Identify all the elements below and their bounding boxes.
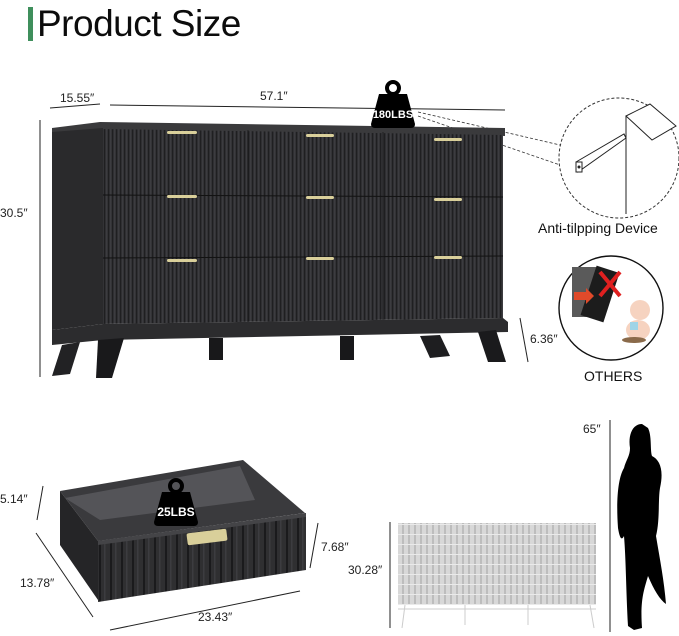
- others-tipping-illustration: [558, 255, 664, 361]
- drawer-max-load: 25LBS: [157, 505, 194, 519]
- drawer-width-label: 23.43″: [198, 610, 233, 624]
- others-caption: OTHERS: [584, 368, 643, 384]
- title-accent-bar: [28, 7, 33, 41]
- anti-tip-device-illustration: [558, 97, 679, 219]
- drawer-height-label: 5.14″: [0, 492, 28, 506]
- comparison-dresser-height-label: 30.28″: [348, 563, 383, 577]
- drawer-front-height-label: 7.68″: [321, 540, 349, 554]
- title-text: Product Size: [37, 3, 241, 44]
- dresser-depth-label: 15.55″: [60, 91, 95, 105]
- page-title: Product Size: [28, 2, 241, 46]
- weight-icon-drawer: 25LBS: [154, 478, 198, 526]
- anti-tip-caption: Anti-tilpping Device: [538, 220, 658, 236]
- dresser-width-label: 57.1″: [260, 89, 288, 103]
- dresser-max-load: 180LBS: [373, 109, 413, 121]
- dresser-height-label: 30.5″: [0, 206, 28, 220]
- weight-icon: 180LBS: [371, 80, 415, 128]
- comparison-person-height-label: 65″: [583, 422, 601, 436]
- drawer-depth-label: 13.78″: [20, 576, 55, 590]
- dresser-leg-height-label: 6.36″: [530, 332, 558, 346]
